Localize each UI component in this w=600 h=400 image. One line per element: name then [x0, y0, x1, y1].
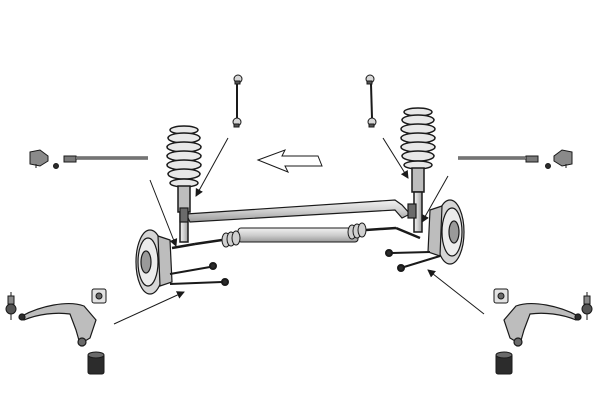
direction-arrow [256, 149, 323, 173]
stabilizer-link-left [232, 74, 243, 128]
coil-spring-right [400, 107, 436, 233]
control-arm-left [18, 303, 97, 347]
control-arm-right [503, 303, 582, 347]
coil-spring-left [166, 125, 202, 243]
brake-disc-left [135, 229, 173, 295]
arrow-arm-right [427, 269, 485, 315]
arrow-link-right [382, 137, 409, 179]
tie-rod-left [63, 155, 148, 163]
arrow-link-left [195, 137, 229, 197]
leader-arrows [113, 137, 485, 325]
lower-links-right [385, 249, 441, 272]
stabilizer-link-right [365, 74, 377, 128]
tie-rod-end-right [545, 149, 573, 169]
arrow-spring-right [421, 175, 449, 223]
bushing-left [87, 288, 107, 375]
lower-links-left [169, 262, 229, 286]
ball-joint-left [5, 292, 17, 320]
axle-beam [179, 199, 417, 223]
arrow-spring-left [149, 179, 178, 247]
arrow-arm-left [113, 291, 185, 325]
ball-joint-right [581, 292, 593, 320]
brake-disc-right [427, 199, 465, 265]
tie-rod-end-left [29, 149, 59, 169]
tie-rod-right [458, 155, 539, 163]
steering-rack [171, 222, 421, 250]
bushing-right [493, 288, 513, 375]
